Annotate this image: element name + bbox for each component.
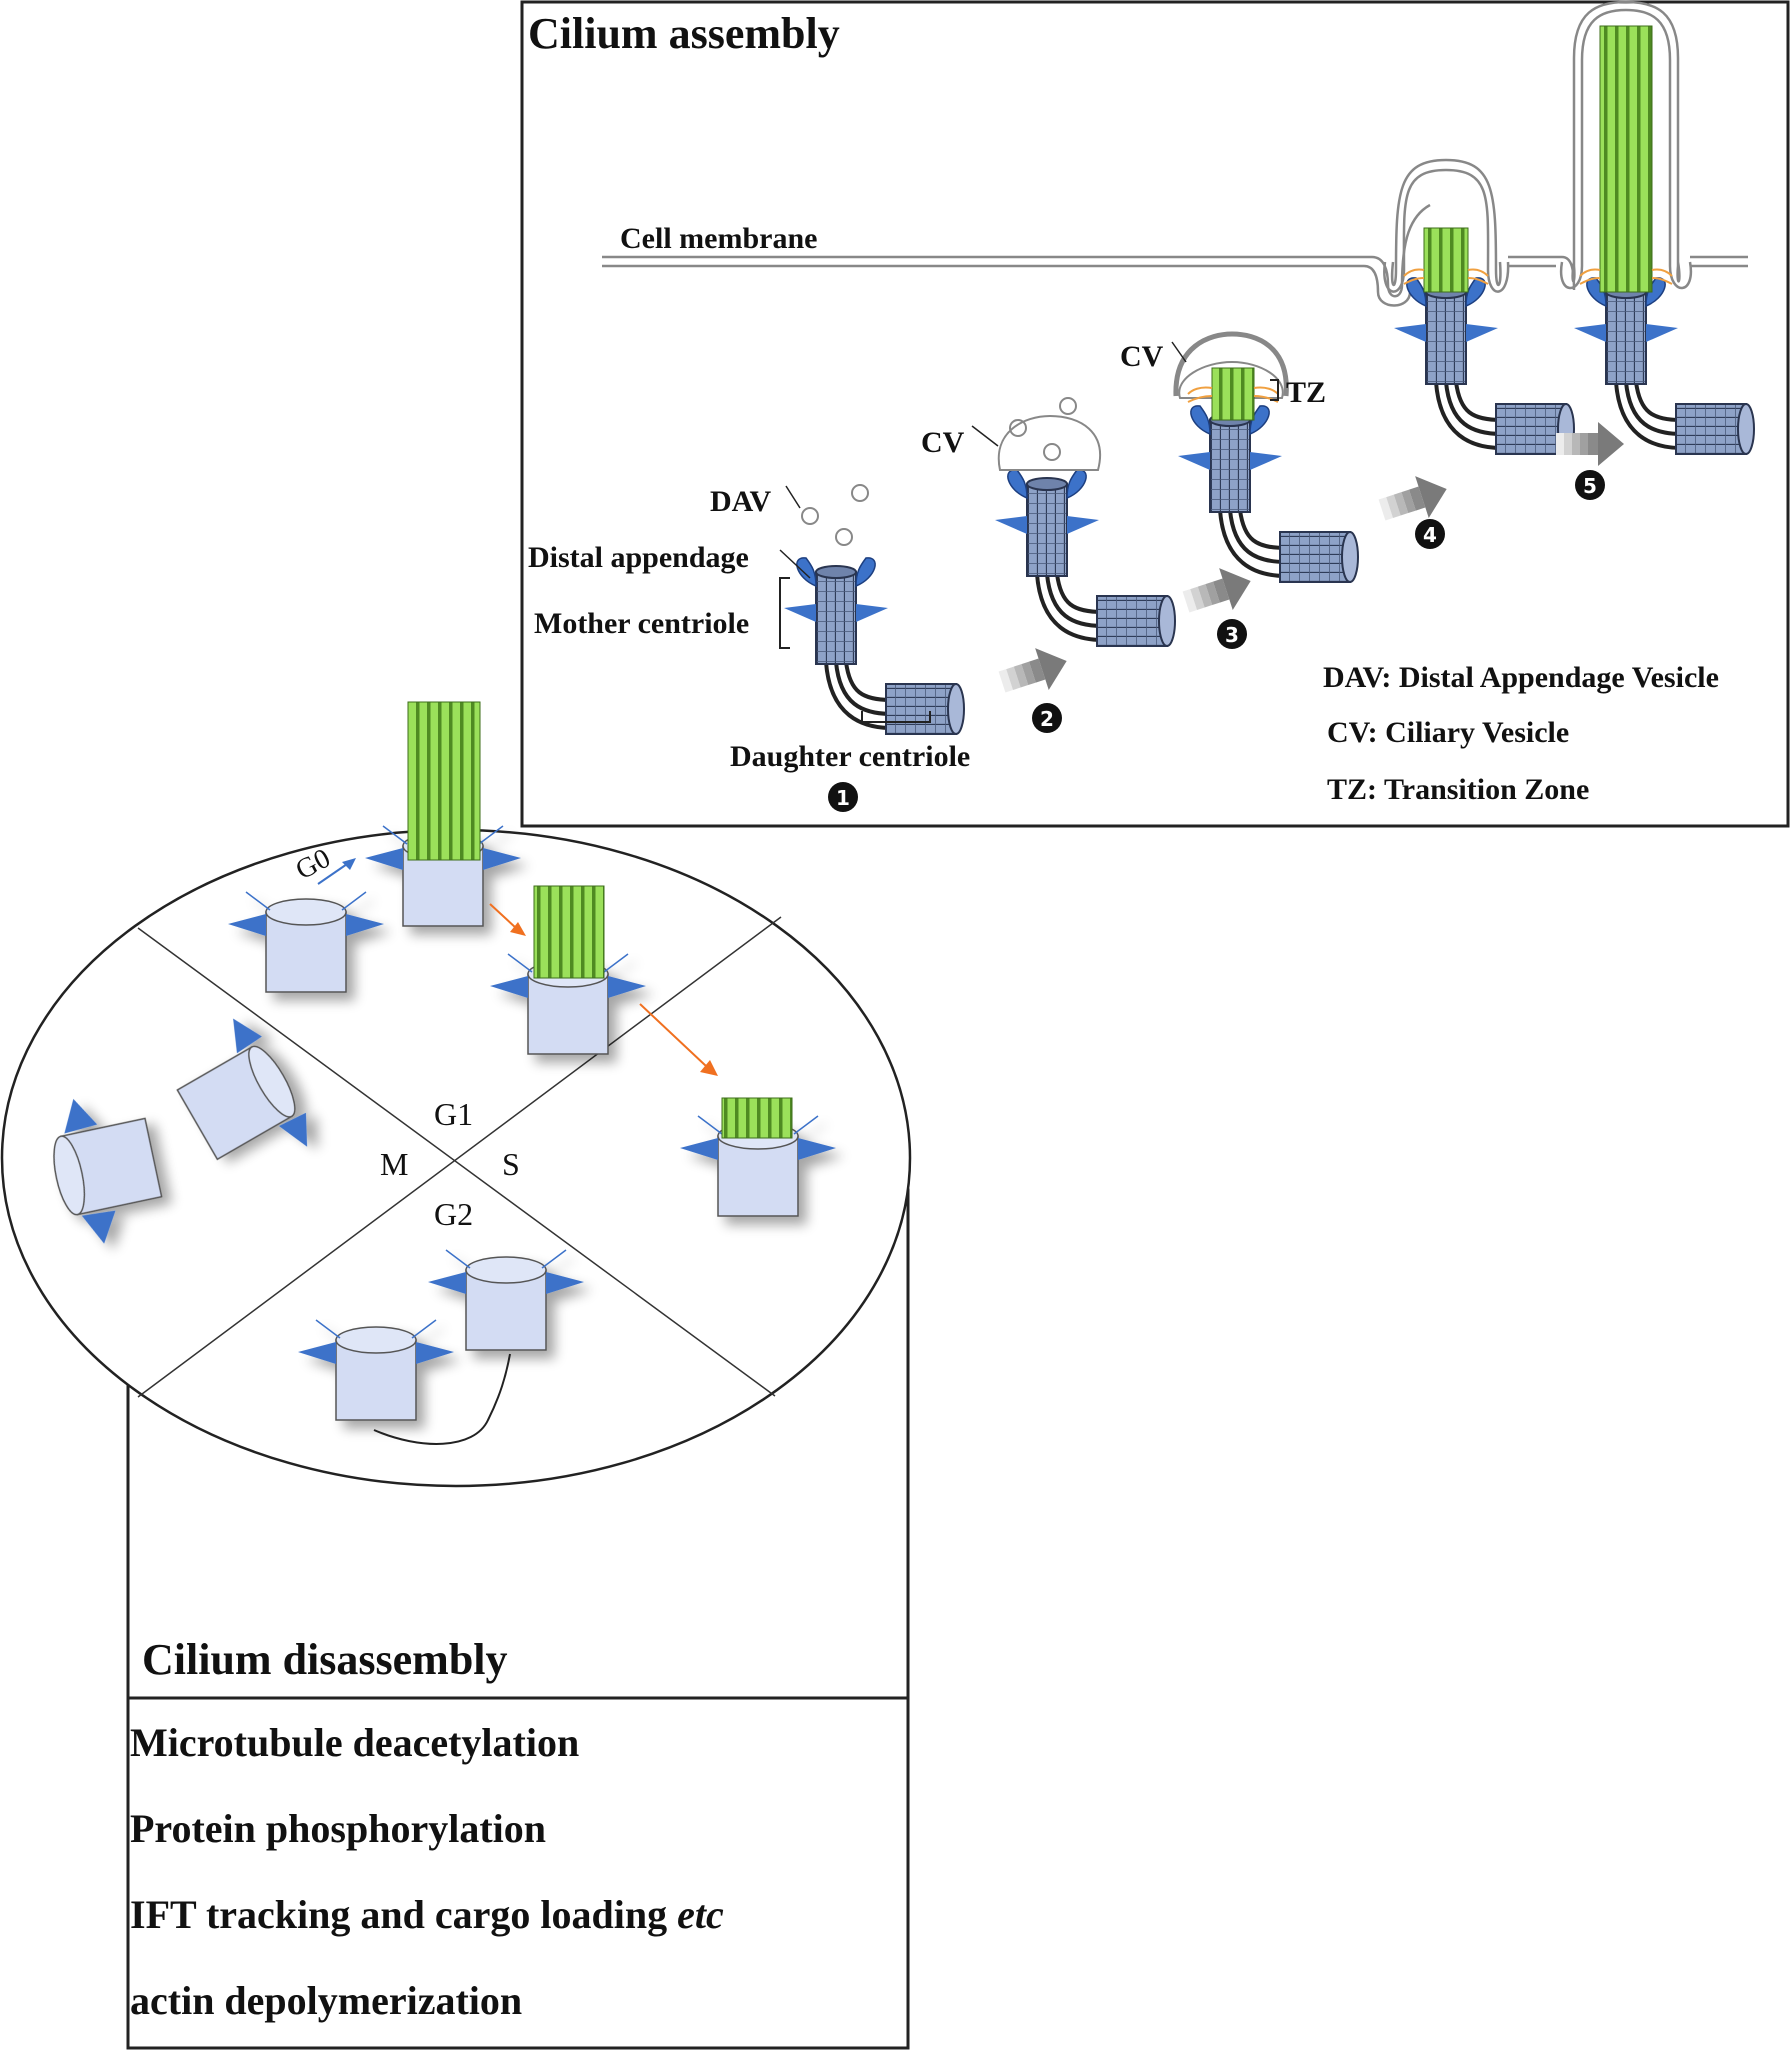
svg-text:5: 5 (1583, 474, 1597, 498)
step5-transition-fibers (1579, 268, 1673, 285)
step3-transition-fibers (1187, 386, 1279, 403)
axoneme-short (721, 1097, 793, 1139)
assembly-panel (520, 0, 1790, 828)
label-distal-appendage: Distal appendage (528, 541, 749, 574)
resorption-arrow-1 (489, 903, 517, 929)
svg-text:4: 4 (1423, 523, 1437, 547)
legend-dav: DAV: Distal Appendage Vesicle (1323, 661, 1719, 694)
assembly-title: Cilium assembly (528, 9, 840, 58)
step1-number: 1 (828, 782, 858, 812)
step3-axoneme (1211, 367, 1255, 421)
cell-membrane (602, 0, 1748, 307)
axoneme-full (407, 701, 481, 861)
mechanism-item: actin depolymerization (130, 1978, 523, 2023)
phase-g1: G1 (434, 1096, 473, 1132)
tz-bracket (1270, 379, 1279, 401)
mechanism-item: Protein phosphorylation (130, 1806, 546, 1851)
disassembly-title: Cilium disassembly (142, 1635, 508, 1684)
label-cv-step2: CV (921, 426, 965, 459)
centriole-linker (373, 1353, 511, 1445)
step5-axoneme (1599, 25, 1653, 293)
dav-leader (785, 485, 801, 509)
daughter-centriole-bracket (861, 711, 931, 723)
mitotic-centrosome-left (53, 1098, 163, 1244)
step2-ciliary-vesicle (997, 414, 1101, 471)
quadrant-divider-b (137, 916, 782, 1398)
cv-step3-leader (1171, 341, 1187, 363)
step3-number: 3 (1217, 619, 1247, 649)
cv-step2-leader (971, 425, 999, 447)
label-mother-centriole: Mother centriole (534, 607, 749, 640)
quadrant-divider-a (137, 927, 776, 1397)
step4-axoneme (1423, 227, 1469, 293)
axoneme-medium (533, 885, 605, 979)
step4-number: 4 (1415, 519, 1445, 549)
mother-centriole-bracket (779, 577, 790, 649)
legend-tz: TZ: Transition Zone (1327, 773, 1589, 806)
mitotic-centrosome-right (176, 1018, 308, 1161)
step3-ciliary-vesicle (1173, 331, 1289, 397)
phase-g2: G2 (434, 1196, 473, 1232)
phase-s: S (502, 1146, 520, 1182)
step4-transition-fibers (1403, 268, 1489, 285)
g0-arrow (317, 861, 351, 885)
mechanism-item: IFT tracking and cargo loading etc (130, 1892, 724, 1937)
distal-appendage-leader (779, 549, 811, 579)
svg-text:2: 2 (1040, 707, 1054, 731)
label-daughter-centriole: Daughter centriole (730, 740, 970, 773)
svg-text:3: 3 (1225, 623, 1239, 647)
disassembly-mechanisms: Microtubule deacetylation Protein phosph… (130, 1700, 900, 2044)
dav-vesicles (801, 484, 869, 546)
resorption-arrow-2 (639, 1003, 707, 1067)
mechanism-item: Microtubule deacetylation (130, 1720, 580, 1765)
label-tz: TZ (1286, 376, 1326, 409)
step5-number: 5 (1575, 470, 1605, 500)
label-dav: DAV (710, 485, 771, 518)
step2-number: 2 (1032, 703, 1062, 733)
cell-membrane-label: Cell membrane (620, 222, 817, 255)
svg-text:1: 1 (836, 786, 850, 810)
step2-vesicles (1009, 397, 1077, 461)
phase-m: M (380, 1146, 408, 1182)
legend-cv: CV: Ciliary Vesicle (1327, 716, 1569, 749)
label-cv-step3: CV (1120, 340, 1164, 373)
